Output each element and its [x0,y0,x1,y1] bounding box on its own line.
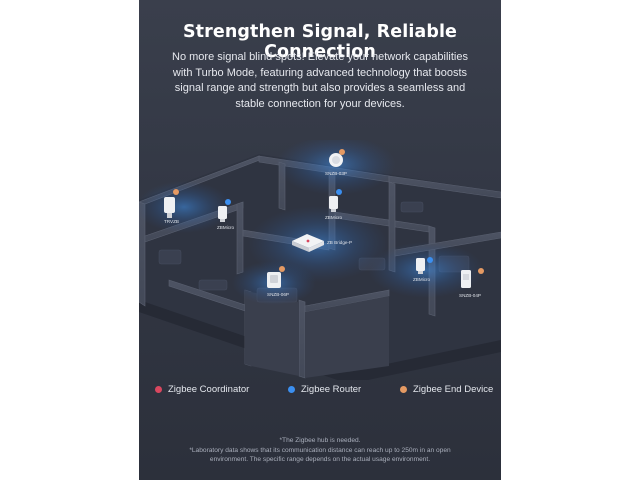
device-label-zbmicro-left: ZBMicro [217,225,235,230]
router-dot-icon [288,386,295,393]
zbmicro-right-device: ZBMicro [413,257,433,282]
coordinator-dot-icon [155,386,162,393]
legend-label-router: Zigbee Router [301,384,362,395]
end-device-dot-icon [400,386,407,393]
footnote-hub-required: *The Zigbee hub is needed. [279,437,361,444]
legend: Zigbee Coordinator Zigbee Router Zigbee … [139,384,501,398]
trv-device: TRVZB [164,189,179,224]
wall-faces [245,290,389,378]
headline: Strengthen Signal, Reliable Connection [182,22,458,62]
floor-plan-illustration: ZB Bridge-P SNZB-03P TRVZB ZBMicro [139,140,501,380]
presence-sensor-device: SNZB-06P [267,266,289,297]
device-label-motion-sensor: SNZB-03P [325,171,347,176]
zbmicro-center-device: ZBMicro [325,189,343,220]
temperature-sensor-device: SNZB-04P [459,268,484,298]
motion-sensor-device: SNZB-03P [325,149,347,176]
intro-line: stable connection for your devices. [235,97,405,110]
device-label-trv: TRVZB [164,219,179,224]
device-label-hub: ZB Bridge-P [327,240,352,245]
intro-line: with Turbo Mode, featuring advanced tech… [172,66,468,79]
device-label-presence-sensor: SNZB-06P [267,292,289,297]
zb-bridge-hub-device: ZB Bridge-P [292,234,352,252]
footnote-range-line2: environment. The specific range depends … [209,456,431,463]
legend-item-router: Zigbee Router [288,384,361,395]
device-label-zbmicro-right: ZBMicro [413,277,431,282]
product-feature-panel: Strengthen Signal, Reliable Connection N… [139,0,501,480]
intro-line: signal range and strength but also provi… [174,82,466,95]
legend-label-end-device: Zigbee End Device [413,384,494,395]
zbmicro-left-device: ZBMicro [217,199,235,230]
intro-paragraph: No more signal blind spots! Elevate your… [153,50,487,112]
footnote-range-line1: *Laboratory data shows that its communic… [189,447,451,454]
device-label-temperature-sensor: SNZB-04P [459,293,481,298]
legend-label-coordinator: Zigbee Coordinator [168,384,250,395]
intro-line: No more signal blind spots! Elevate your… [172,51,468,63]
device-label-zbmicro-center: ZBMicro [325,215,343,220]
legend-item-coordinator: Zigbee Coordinator [155,384,249,395]
legend-item-end-device: Zigbee End Device [400,384,493,395]
